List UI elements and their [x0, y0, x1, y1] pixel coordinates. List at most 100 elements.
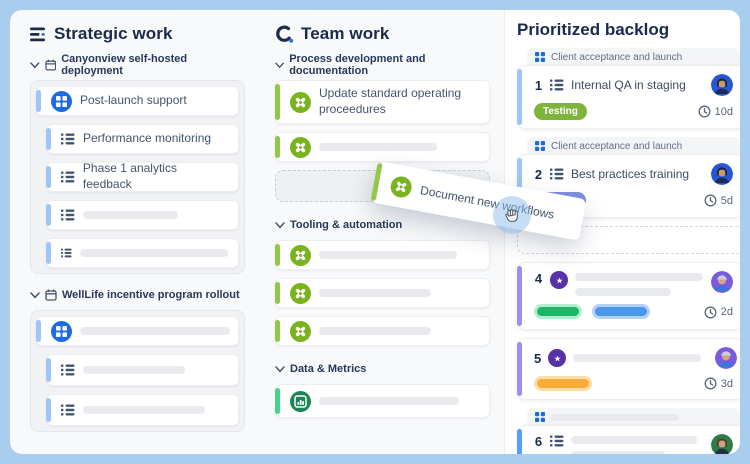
- card-accent: [36, 90, 41, 112]
- section-welllife[interactable]: WellLife incentive program rollout: [30, 286, 245, 304]
- section-tooling[interactable]: Tooling & automation: [275, 216, 490, 234]
- skeleton-text: [573, 354, 702, 362]
- teamwork-header: Team work: [275, 22, 490, 46]
- rank-number: 1: [534, 77, 543, 93]
- team-task-icon: [290, 244, 311, 266]
- card-accent: [275, 84, 280, 120]
- task-list-icon: [550, 435, 564, 447]
- skeleton-text: [319, 397, 459, 405]
- skeleton-text: [319, 251, 457, 259]
- chevron-down-icon: [275, 221, 285, 229]
- task-list-icon: [61, 404, 75, 416]
- card-placeholder[interactable]: [275, 132, 490, 162]
- column-title: Team work: [301, 24, 390, 43]
- section-data-metrics[interactable]: Data & Metrics: [275, 360, 490, 378]
- task-list-icon: [550, 79, 564, 91]
- skeleton-text: [575, 273, 703, 281]
- card-post-launch-support[interactable]: Post-launch support: [36, 86, 239, 116]
- project-grid-icon: [51, 90, 72, 112]
- skeleton-text: [551, 413, 679, 421]
- team-task-icon: [290, 282, 311, 304]
- backlog-card-5[interactable]: 5 3d: [517, 338, 740, 400]
- skeleton-text: [83, 211, 178, 219]
- goal-star-icon: [548, 349, 567, 367]
- duration-text: 10d: [714, 105, 733, 118]
- task-list-icon: [61, 364, 75, 376]
- card-accent: [46, 204, 51, 226]
- section-canyonview[interactable]: Canyonview self-hosted deployment: [30, 53, 245, 77]
- card-placeholder[interactable]: [46, 238, 239, 268]
- teamwork-icon: [276, 25, 294, 43]
- chevron-down-icon: [275, 365, 285, 373]
- skeleton-text: [319, 327, 431, 335]
- avatar: [715, 347, 738, 369]
- welllife-group: [30, 310, 245, 432]
- grab-hand-icon: [505, 209, 518, 222]
- nested-cards: [46, 354, 239, 426]
- card-placeholder[interactable]: [46, 354, 239, 386]
- card-placeholder-main[interactable]: [36, 316, 239, 346]
- card-accent: [46, 398, 51, 422]
- rank-number: 4: [534, 271, 543, 286]
- card-placeholder[interactable]: [46, 200, 239, 230]
- card-accent: [517, 342, 522, 396]
- duration: 5d: [704, 194, 733, 207]
- card-accent: [275, 136, 280, 158]
- calendar-icon: [45, 289, 57, 301]
- team-task-icon: [290, 136, 311, 158]
- group-tab-label: Client acceptance and launch: [551, 140, 683, 152]
- card-accent: [46, 128, 51, 150]
- task-list-icon: [61, 209, 75, 221]
- team-task-icon: [388, 174, 414, 199]
- skeleton-text: [575, 288, 671, 296]
- card-accent: [275, 320, 280, 342]
- card-placeholder[interactable]: [275, 316, 490, 346]
- card-title: Internal QA in staging: [571, 78, 686, 92]
- skeleton-text: [80, 327, 230, 335]
- column-title: Strategic work: [54, 24, 173, 43]
- label-pill-green: [534, 304, 582, 319]
- clock-icon: [698, 105, 711, 118]
- group-tab-label: Client acceptance and launch: [551, 51, 683, 63]
- rank-number: 6: [534, 434, 543, 449]
- rank-number: 5: [534, 350, 542, 366]
- dragged-card-document-new-workflows[interactable]: Document new workflows: [370, 161, 587, 241]
- card-accent: [517, 266, 522, 326]
- nested-cards: Performance monitoring Phase 1 analytics…: [46, 124, 239, 268]
- backlog-card-4[interactable]: 4 2d: [517, 262, 740, 330]
- section-process-dev[interactable]: Process development and documentation: [275, 53, 490, 77]
- clock-icon: [704, 194, 717, 207]
- grab-cursor: [493, 196, 531, 234]
- card-placeholder[interactable]: [275, 278, 490, 308]
- duration: 10d: [698, 105, 733, 118]
- card-placeholder[interactable]: [275, 240, 490, 270]
- duration-text: 3d: [720, 377, 733, 390]
- avatar: [711, 163, 733, 185]
- skeleton-text: [83, 406, 205, 414]
- task-list-icon: [550, 168, 564, 180]
- label-pill-orange: [534, 376, 592, 391]
- card-accent: [517, 429, 522, 454]
- card-accent: [46, 242, 51, 264]
- card-phase1-analytics[interactable]: Phase 1 analytics feedback: [46, 161, 239, 192]
- chevron-down-icon: [30, 291, 40, 299]
- avatar: [711, 74, 733, 96]
- backlog-card-6[interactable]: 6 4d: [517, 425, 740, 454]
- card-accent: [275, 388, 280, 414]
- backlog-card-1[interactable]: 1 Internal QA in staging Testing 10d: [517, 65, 740, 129]
- card-placeholder[interactable]: [46, 394, 239, 426]
- strategic-header: Strategic work: [30, 22, 245, 46]
- task-list-icon: [61, 248, 72, 258]
- card-accent: [46, 166, 51, 188]
- card-update-sop[interactable]: Update standard operating proceedures: [275, 80, 490, 124]
- skeleton-text: [319, 289, 431, 297]
- card-placeholder-metrics[interactable]: [275, 384, 490, 418]
- prioritized-backlog-panel: Prioritized backlog Client acceptance an…: [504, 10, 740, 454]
- card-performance-monitoring[interactable]: Performance monitoring: [46, 124, 239, 154]
- work-area: Strategic work Canyonview self-hosted de…: [10, 10, 504, 454]
- team-task-icon: [290, 91, 311, 113]
- card-accent: [517, 158, 522, 214]
- chevron-down-icon: [275, 62, 284, 68]
- grid-icon: [535, 52, 545, 62]
